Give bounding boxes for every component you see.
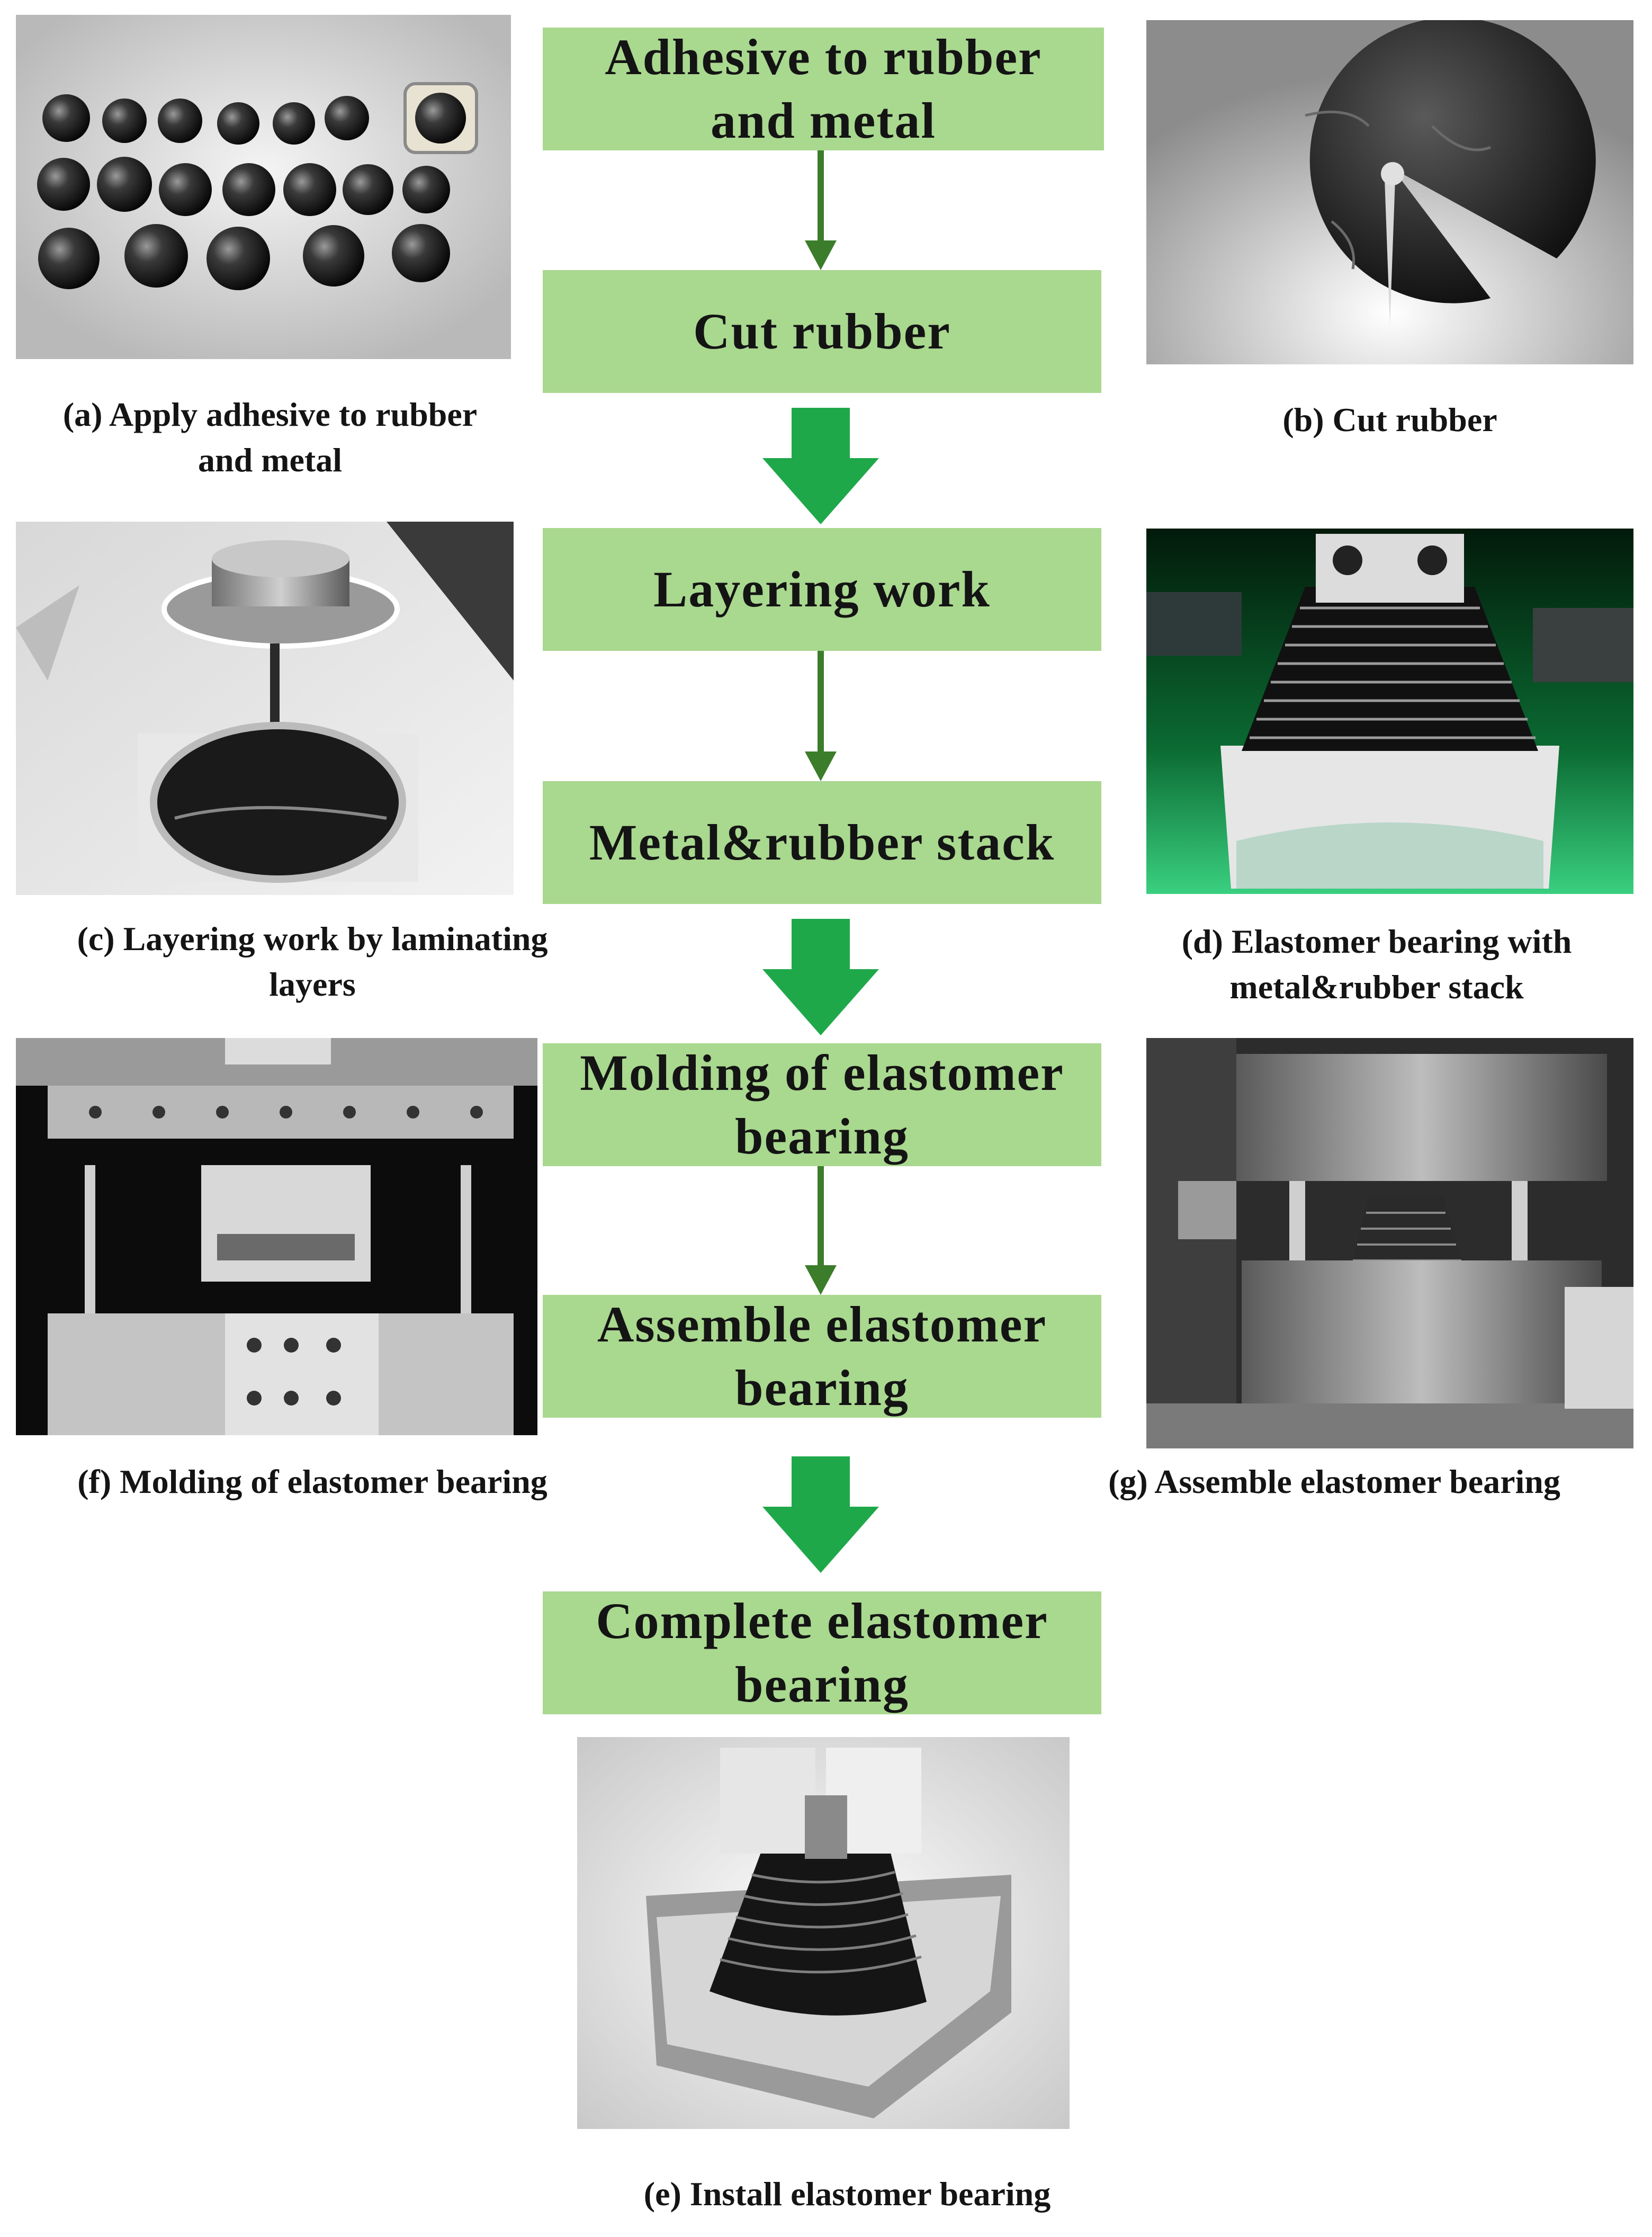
thick-arrow-3 xyxy=(762,1456,879,1573)
step-adhesive-label: Adhesive to rubber and metal xyxy=(605,29,1042,149)
photo-cut-rubber xyxy=(1146,20,1633,364)
caption-f: (f) Molding of elastomer bearing xyxy=(77,1463,547,1500)
photo-bearing-stack xyxy=(1146,529,1633,894)
thick-arrow-1 xyxy=(762,408,879,524)
photo-assemble-bearing xyxy=(1146,1038,1633,1448)
thick-arrow-2 xyxy=(762,919,879,1035)
caption-e: (e) Install elastomer bearing xyxy=(643,2175,1051,2213)
photo-adhesive-discs xyxy=(16,15,511,359)
caption-a: (a) Apply adhesive to rubber and metal xyxy=(62,396,478,479)
photo-molding-press xyxy=(16,1038,537,1435)
step-layering-work: Layering work xyxy=(543,528,1101,651)
step-cut-rubber-label: Cut rubber xyxy=(693,303,951,360)
step-layering-work-label: Layering work xyxy=(653,561,991,618)
step-molding-label: Molding of elastomer bearing xyxy=(580,1044,1064,1165)
step-complete: Complete elastomer bearing xyxy=(543,1591,1101,1714)
step-cut-rubber: Cut rubber xyxy=(543,270,1101,393)
thin-arrow-1 xyxy=(800,150,842,270)
step-metal-rubber-stack: Metal&rubber stack xyxy=(543,781,1101,904)
step-adhesive: Adhesive to rubber and metal xyxy=(543,28,1104,150)
caption-c: (c) Layering work by laminating layers xyxy=(77,920,548,1003)
caption-b: (b) Cut rubber xyxy=(1282,401,1497,439)
photo-layering-work xyxy=(16,522,514,895)
caption-g: (g) Assemble elastomer bearing xyxy=(1108,1463,1560,1500)
step-assemble-label: Assemble elastomer bearing xyxy=(597,1296,1047,1416)
photo-complete-bearing xyxy=(577,1737,1070,2129)
step-complete-label: Complete elastomer bearing xyxy=(596,1592,1048,1713)
thin-arrow-2 xyxy=(800,651,842,781)
thin-arrow-3 xyxy=(800,1166,842,1295)
step-molding: Molding of elastomer bearing xyxy=(543,1043,1101,1166)
caption-d: (d) Elastomer bearing with metal&rubber … xyxy=(1181,923,1572,1006)
step-assemble: Assemble elastomer bearing xyxy=(543,1295,1101,1418)
step-metal-rubber-stack-label: Metal&rubber stack xyxy=(589,814,1055,871)
